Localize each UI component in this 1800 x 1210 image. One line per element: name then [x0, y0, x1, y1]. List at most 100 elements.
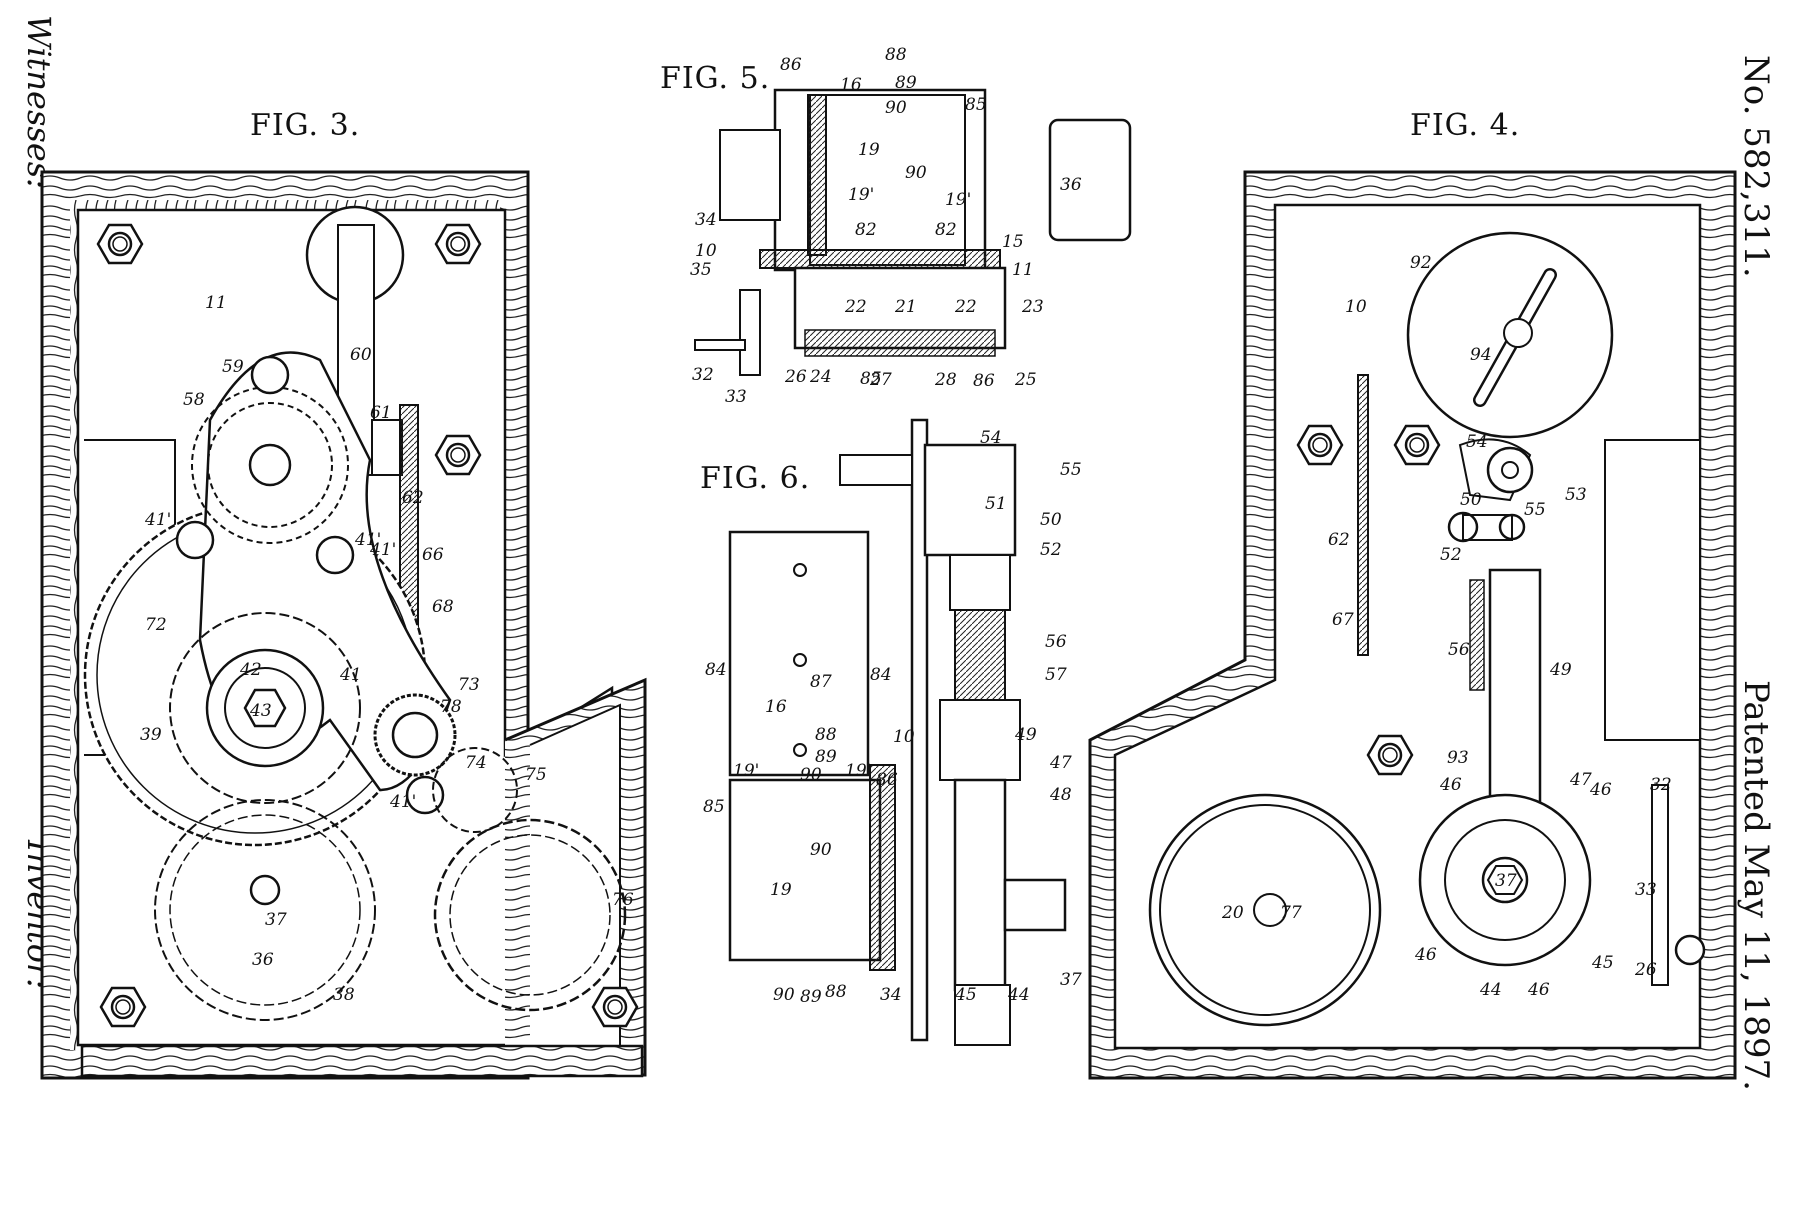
fig5-ref-numeral: 27 — [869, 370, 892, 390]
fig5-ref-numeral: 22 — [844, 297, 867, 317]
fig4-ref-numeral: 62 — [1328, 530, 1350, 550]
fig4-ref-numeral: 52 — [1440, 545, 1462, 565]
fig3-ref-numeral: 37 — [265, 910, 287, 930]
fig6-ref-numeral: 87 — [810, 672, 832, 692]
fig6-ref-numeral: 89 — [800, 987, 822, 1007]
fig3-ref-numeral: 66 — [422, 545, 444, 565]
fig6-ref-numeral: 55 — [1060, 460, 1082, 480]
fig6-ref-numeral: 10 — [893, 727, 915, 747]
fig3-ref-numeral: 58 — [183, 390, 205, 410]
fig6-ref-numeral: 88 — [825, 982, 847, 1002]
fig5-ref-numeral: 16 — [840, 75, 862, 95]
fig6-ref-numeral: 56 — [1045, 632, 1067, 652]
fig4-ref-numeral: 49 — [1549, 660, 1572, 680]
fig4-ref-numeral: 10 — [1345, 297, 1367, 317]
fig4-ref-numeral: 54 — [1466, 432, 1488, 452]
fig4-ref-numeral: 77 — [1280, 903, 1302, 923]
fig5-ref-numeral: 11 — [1012, 260, 1034, 280]
fig4-nut-3 — [1366, 734, 1414, 776]
fig3-ref-numeral: 78 — [440, 697, 462, 717]
fig3-ref-numeral: 41' — [369, 540, 396, 560]
fig5-ref-numeral: 35 — [690, 260, 712, 280]
fig5-ref-numeral: 19' — [848, 185, 874, 205]
fig4-ref-numeral: 46 — [1589, 780, 1612, 800]
fig5-ref-numeral: 90 — [885, 98, 907, 118]
fig4-nut-1 — [1296, 424, 1344, 466]
fig5-ref-numeral: 85 — [860, 369, 882, 389]
fig6-ref-numeral: 37 — [1060, 970, 1082, 990]
figure-6: FIG. 6. — [700, 418, 1067, 1046]
witnesses-signature: Witnesses: — [20, 15, 58, 189]
figure-5: FIG. 5. — [660, 61, 1132, 376]
fig6-ref-numeral: 51 — [985, 494, 1007, 514]
fig3-ref-numeral: 38 — [333, 985, 355, 1005]
fig6-ref-numeral: 52 — [1040, 540, 1062, 560]
fig6-ref-numeral: 49 — [1014, 725, 1037, 745]
fig4-ref-numeral: 50 — [1460, 490, 1482, 510]
fig5-ref-numeral: 15 — [1002, 232, 1024, 252]
fig5-ref-numeral: 89 — [895, 73, 917, 93]
fig6-ref-numeral: 19' — [733, 761, 759, 781]
fig6-ref-numeral: 89 — [815, 747, 837, 767]
fig5-ref-numeral: 88 — [885, 45, 907, 65]
fig6-ref-numeral: 84 — [705, 660, 727, 680]
witnesses-label: Witnesses: — [20, 15, 58, 189]
fig6-ref-numeral: 85 — [703, 797, 725, 817]
fig5-ref-numeral: 82 — [935, 220, 957, 240]
fig4-ref-numeral: 93 — [1447, 748, 1469, 768]
fig5-ref-numeral: 28 — [934, 370, 957, 390]
fig5-ref-numeral: 32 — [692, 365, 714, 385]
fig6-ref-numeral: 47 — [1049, 753, 1072, 773]
fig6-label: FIG. 6. — [700, 461, 810, 496]
fig3-ref-numeral: 75 — [525, 765, 547, 785]
fig4-nut-2 — [1393, 424, 1441, 466]
fig4-ref-numeral: 53 — [1565, 485, 1587, 505]
fig5-ref-numeral: 34 — [695, 210, 717, 230]
fig6-ref-numeral: 50 — [1040, 510, 1062, 530]
fig6-ref-numeral: 90 — [800, 765, 822, 785]
fig3-ref-numeral: 62 — [402, 488, 424, 508]
fig3-ref-numeral: 41' — [389, 792, 416, 812]
fig3-label: FIG. 3. — [250, 108, 360, 143]
fig4-ref-numeral: 33 — [1635, 880, 1657, 900]
fig4-ref-numeral: 46 — [1439, 775, 1462, 795]
fig4-ref-numeral: 44 — [1479, 980, 1502, 1000]
figure-3: FIG. 3. — [40, 108, 647, 1080]
fig3-ref-numeral: 59 — [222, 357, 244, 377]
fig5-ref-numeral: 82 — [855, 220, 877, 240]
fig4-ref-numeral: 92 — [1410, 253, 1432, 273]
fig4-label: FIG. 4. — [1410, 108, 1520, 143]
fig4-ref-numeral: 67 — [1332, 610, 1354, 630]
fig5-ref-numeral: 23 — [1021, 297, 1044, 317]
fig6-ref-numeral: 90 — [773, 985, 795, 1005]
fig4-ref-numeral: 55 — [1524, 500, 1546, 520]
fig3-ref-numeral: 41' — [144, 510, 171, 530]
fig5-ref-numeral: 24 — [809, 367, 832, 387]
fig5-ref-numeral: 86 — [780, 55, 802, 75]
fig3-ref-numeral: 68 — [432, 597, 454, 617]
fig4-ref-numeral: 47 — [1569, 770, 1592, 790]
fig5-label: FIG. 5. — [660, 61, 770, 96]
fig6-ref-numeral: 45 — [954, 985, 977, 1005]
fig5-ref-numeral: 25 — [1014, 370, 1037, 390]
fig6-ref-numeral: 88 — [815, 725, 837, 745]
fig3-nut-tr — [434, 223, 482, 265]
fig4-ref-numeral: 56 — [1448, 640, 1470, 660]
fig5-ref-numeral: 19' — [945, 190, 971, 210]
fig4-ref-numeral: 94 — [1470, 345, 1492, 365]
fig3-nut-tl — [96, 223, 144, 265]
patent-header: No. 582,311. Patented May 11, 1897. — [1736, 55, 1776, 1091]
fig5-ref-numeral: 10 — [695, 241, 717, 261]
patent-number: No. 582,311. — [1736, 55, 1776, 278]
fig4-ref-numeral: 46 — [1527, 980, 1550, 1000]
fig5-ref-numeral: 36 — [1060, 175, 1082, 195]
fig3-ref-numeral: 72 — [145, 615, 167, 635]
fig5-ref-numeral: 86 — [973, 371, 995, 391]
fig6-ref-numeral: 57 — [1045, 665, 1067, 685]
reference-numerals: 115859606162666841'41'41'41'724243413978… — [140, 45, 1672, 1007]
fig3-ref-numeral: 61 — [370, 403, 392, 423]
fig6-ref-numeral: 90 — [810, 840, 832, 860]
fig5-ref-numeral: 19 — [858, 140, 880, 160]
fig3-ref-numeral: 41 — [339, 665, 362, 685]
